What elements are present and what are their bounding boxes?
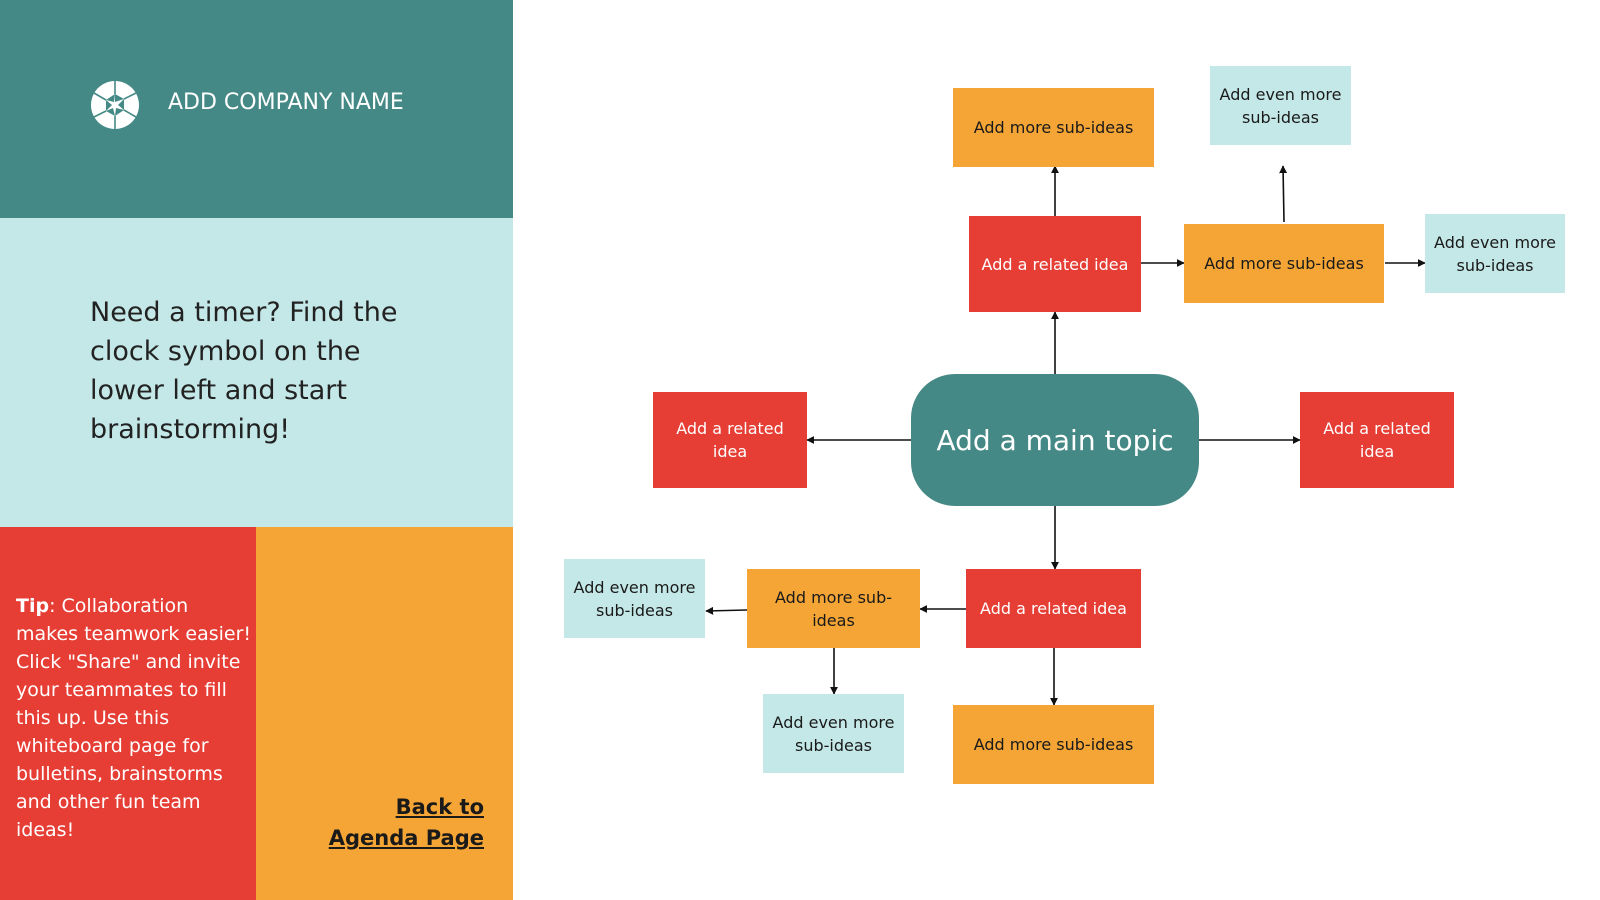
tip-body: : Collaboration makes teamwork easier! C… [16, 595, 252, 841]
even-more-idea-bottom-left[interactable]: Add even more sub-ideas [564, 559, 705, 638]
connector-sub-to-even-left [705, 606, 748, 615]
sub-idea-bottom-left[interactable]: Add more sub-ideas [747, 569, 920, 648]
back-to-agenda-link[interactable]: Back to Agenda Page [300, 792, 484, 854]
aperture-logo-icon [91, 81, 139, 129]
back-panel [256, 527, 513, 900]
connector-sub-to-even-up [1279, 165, 1288, 223]
timer-hint-panel [0, 218, 513, 527]
back-link-line1: Back to [395, 795, 484, 819]
timer-hint-text: Need a timer? Find the clock symbol on t… [90, 297, 398, 445]
company-name: ADD COMPANY NAME [168, 90, 404, 115]
tip-panel [0, 527, 256, 900]
related-idea-left[interactable]: Add a related idea [653, 392, 807, 488]
even-more-idea-top-right[interactable]: Add even more sub-ideas [1425, 214, 1565, 293]
header-panel [0, 0, 513, 218]
tip-label: Tip [16, 595, 50, 617]
related-idea-right[interactable]: Add a related idea [1300, 392, 1454, 488]
sub-idea-top-up[interactable]: Add more sub-ideas [953, 88, 1154, 167]
related-idea-bottom[interactable]: Add a related idea [966, 569, 1141, 648]
related-idea-top[interactable]: Add a related idea [969, 216, 1141, 312]
even-more-idea-bottom-down[interactable]: Add even more sub-ideas [763, 694, 904, 773]
sub-idea-top-right[interactable]: Add more sub-ideas [1184, 224, 1384, 303]
sub-idea-bottom-down[interactable]: Add more sub-ideas [953, 705, 1154, 784]
main-topic-node[interactable]: Add a main topic [911, 374, 1199, 506]
tip-text: Tip: Collaboration makes teamwork easier… [16, 592, 252, 844]
back-link-line2: Agenda Page [328, 826, 484, 850]
even-more-idea-top-up[interactable]: Add even more sub-ideas [1210, 66, 1351, 145]
